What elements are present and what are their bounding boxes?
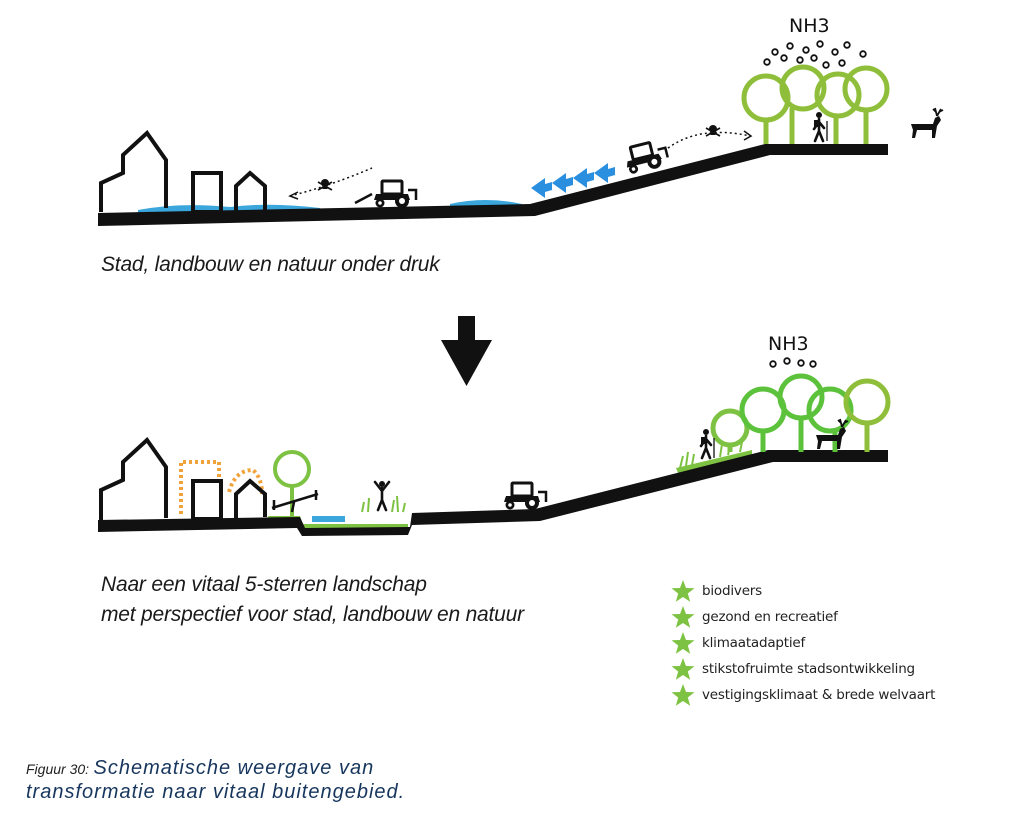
ground-line: [98, 144, 888, 226]
legend-item: gezond en recreatief: [671, 604, 935, 630]
tractor-icon: [620, 137, 672, 177]
figure-caption: Figuur 30: Schematische weergave van tra…: [26, 757, 405, 804]
bottom-scene-caption: Naar een vitaal 5-sterren landschap met …: [101, 570, 524, 630]
star-icon: [671, 684, 695, 706]
green-trees: [710, 373, 891, 452]
legend: biodivers gezond en recreatief klimaatad…: [671, 578, 935, 708]
figure-caption-line1: Schematische weergave van: [93, 757, 375, 779]
planned-building-outline: [179, 460, 221, 514]
skull-icon: [705, 124, 721, 137]
legend-label: stikstofruimte stadsontwikkeling: [702, 661, 915, 677]
planned-building-outline: [227, 467, 264, 495]
nh3-particles: [769, 357, 817, 368]
nh3-particles: [763, 40, 867, 69]
hiker-icon: [812, 110, 829, 143]
bottom-caption-line2: met perspectief voor stad, landbouw en n…: [101, 603, 524, 626]
star-icon: [671, 606, 695, 628]
bottom-caption-line1: Naar een vitaal 5-sterren landschap: [101, 573, 427, 596]
ground-line: [98, 450, 888, 536]
house-icon: [234, 478, 267, 518]
legend-item: klimaatadaptief: [671, 630, 935, 656]
legend-item: biodivers: [671, 578, 935, 604]
legend-label: vestigingsklimaat & brede welvaart: [702, 687, 936, 703]
deer-icon: [910, 107, 944, 139]
house-icon: [234, 170, 267, 211]
nh3-label: NH3: [768, 333, 809, 355]
seesaw-icon: [271, 490, 319, 513]
arrow-down-icon: [441, 316, 492, 386]
church-icon: [99, 436, 168, 520]
nh3-label: NH3: [789, 15, 830, 37]
legend-label: biodivers: [702, 583, 762, 599]
legend-item: stikstofruimte stadsontwikkeling: [671, 656, 935, 682]
olive-trees: [741, 64, 890, 144]
green-riverbank: [268, 516, 408, 530]
house-icon: [191, 171, 223, 214]
person-icon: [373, 480, 391, 512]
top-scene: NH3: [98, 15, 944, 226]
top-scene-caption: Stad, landbouw en natuur onder druk: [101, 253, 440, 276]
spray-trail: [667, 131, 751, 149]
star-icon: [671, 580, 695, 602]
legend-item: vestigingsklimaat & brede welvaart: [671, 682, 935, 708]
grass: [361, 441, 743, 513]
bottom-scene: NH3: [98, 333, 891, 536]
legend-label: gezond en recreatief: [702, 609, 838, 625]
church-icon: [99, 129, 168, 212]
water-pool: [312, 516, 345, 522]
house-icon: [191, 479, 223, 521]
tractor-icon: [502, 481, 548, 512]
tractor-icon: [372, 179, 418, 210]
figure-number: Figuur 30:: [26, 761, 90, 777]
water-flow-arrows: [531, 163, 615, 198]
star-icon: [671, 658, 695, 680]
deer-icon: [815, 418, 849, 450]
figure-caption-line2: transformatie naar vitaal buitengebied.: [26, 781, 406, 803]
star-icon: [671, 632, 695, 654]
legend-label: klimaatadaptief: [702, 635, 806, 651]
tree-icon: [273, 450, 311, 488]
